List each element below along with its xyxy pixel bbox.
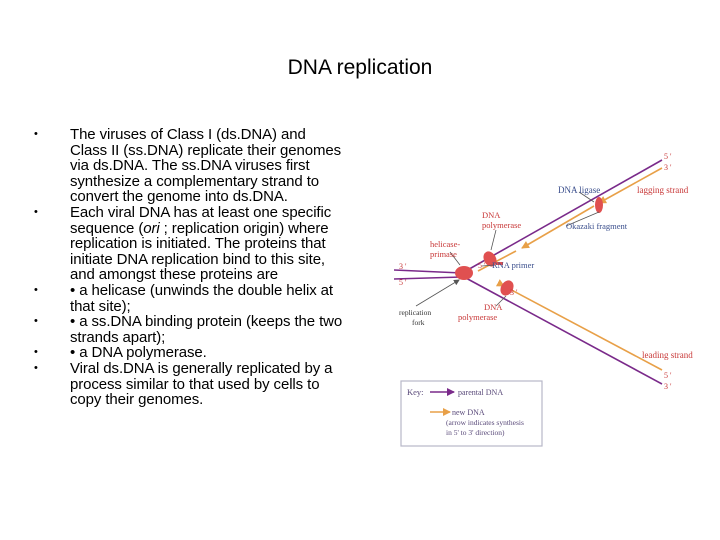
five-prime-top-label: 5 ' bbox=[664, 152, 672, 161]
five-prime-mid-label: 5 ' bbox=[478, 261, 486, 270]
rna-primer-label: RNA primer bbox=[492, 260, 534, 270]
parental-strand-left-bottom bbox=[394, 276, 463, 280]
bullet-text: Viral ds.DNA is generally replicated by … bbox=[70, 359, 333, 409]
bullet-item: • • a DNA polymerase. bbox=[34, 345, 344, 361]
bullet-list: • The viruses of Class I (ds.DNA) and Cl… bbox=[34, 127, 344, 408]
okazaki-leader bbox=[565, 211, 600, 227]
lagging-template-strand bbox=[463, 159, 663, 273]
ligase-leader bbox=[578, 191, 595, 203]
three-prime-bottom-label: 3 ' bbox=[664, 382, 672, 391]
bullet-dot: • bbox=[34, 128, 38, 140]
okazaki-fragment-1 bbox=[598, 167, 663, 204]
bullet-dot: • bbox=[34, 315, 38, 328]
bullet-text: The viruses of Class I (ds.DNA) and Clas… bbox=[70, 126, 341, 206]
okazaki-fragment-2 bbox=[521, 205, 595, 249]
parental-key-label: parental DNA bbox=[458, 388, 503, 397]
replication-fork-label-1: replication bbox=[399, 308, 431, 317]
bullet-text: Each viral DNA has at least one specific… bbox=[70, 204, 331, 283]
dna-ligase-label: DNA ligase bbox=[558, 185, 600, 195]
dna-polymerase-top-label-1: DNA bbox=[482, 210, 501, 220]
three-prime-mid-label: 3 ' bbox=[510, 288, 518, 297]
slide-title: DNA replication bbox=[287, 56, 433, 79]
fork-leader bbox=[415, 279, 460, 307]
five-prime-bottom-label: 5 ' bbox=[664, 371, 672, 380]
rna-primer-mark bbox=[496, 262, 503, 265]
polymerase-top-leader bbox=[490, 229, 497, 251]
bullet-dot: • bbox=[34, 283, 38, 296]
lagging-strand-label: lagging strand bbox=[637, 185, 689, 195]
bullet-dot: • bbox=[34, 205, 38, 218]
leading-new-strand bbox=[495, 279, 663, 371]
bullet-text: • a ss.DNA binding protein (keeps the tw… bbox=[70, 313, 343, 346]
dna-polymerase-bottom-label-2: polymerase bbox=[458, 312, 497, 322]
bullet-item: • • a helicase (unwinds the double helix… bbox=[34, 283, 344, 314]
bullet-text-end: ; replication origin) where replication … bbox=[70, 219, 329, 284]
primer-leader bbox=[481, 264, 495, 267]
polymerase-bottom-leader bbox=[495, 295, 507, 307]
leading-strand-label: leading strand bbox=[642, 350, 693, 360]
dna-polymerase-top-blob bbox=[483, 251, 497, 267]
okazaki-fragment-label: Okazaki fragment bbox=[566, 221, 628, 231]
new-dna-key-label: new DNA bbox=[452, 408, 485, 417]
new-dna-key-note-2: in 5' to 3' direction) bbox=[446, 428, 505, 437]
bullet-text-start: Each viral DNA has at least one specific… bbox=[70, 203, 332, 237]
replication-fork-label-2: fork bbox=[412, 318, 425, 327]
helicase-label-1: helicase- bbox=[430, 239, 460, 249]
bullet-text: • a DNA polymerase. bbox=[70, 344, 207, 362]
helicase-leader bbox=[449, 251, 461, 266]
bullet-dot: • bbox=[34, 346, 38, 359]
dna-polymerase-bottom-blob bbox=[500, 280, 514, 296]
three-prime-left-label: 3 ' bbox=[399, 262, 407, 271]
bullet-item: • The viruses of Class I (ds.DNA) and Cl… bbox=[34, 127, 344, 205]
three-prime-top-label: 3 ' bbox=[664, 163, 672, 172]
dna-polymerase-top-label-2: polymerase bbox=[482, 220, 521, 230]
helicase-primase-blob bbox=[455, 266, 473, 280]
diagram-key: Key: parental DNA new DNA (arrow indicat… bbox=[400, 380, 543, 447]
new-dna-key-note-1: (arrow indicates synthesis bbox=[446, 418, 524, 427]
bullet-item: • Each viral DNA has at least one specif… bbox=[34, 205, 344, 283]
five-prime-left-label: 5 ' bbox=[399, 278, 407, 287]
replication-fork-diagram: 5 ' 3 ' DNA ligase lagging strand Okazak… bbox=[394, 152, 693, 447]
leading-template-strand bbox=[463, 276, 663, 385]
ori-term: ori bbox=[143, 219, 160, 237]
helicase-label-2: primase bbox=[430, 249, 457, 259]
bullet-text: • a helicase (unwinds the double helix a… bbox=[70, 281, 333, 315]
dna-ligase-blob bbox=[595, 197, 603, 213]
dna-polymerase-bottom-label-1: DNA bbox=[484, 302, 503, 312]
bullet-dot: • bbox=[34, 361, 38, 374]
parental-strand-left-top bbox=[394, 269, 463, 274]
bullet-item: • • a ss.DNA binding protein (keeps the … bbox=[34, 314, 344, 345]
okazaki-fragment-3 bbox=[477, 250, 517, 272]
bullet-item: • Viral ds.DNA is generally replicated b… bbox=[34, 361, 344, 408]
key-border bbox=[400, 380, 543, 447]
key-title: Key: bbox=[407, 387, 424, 397]
